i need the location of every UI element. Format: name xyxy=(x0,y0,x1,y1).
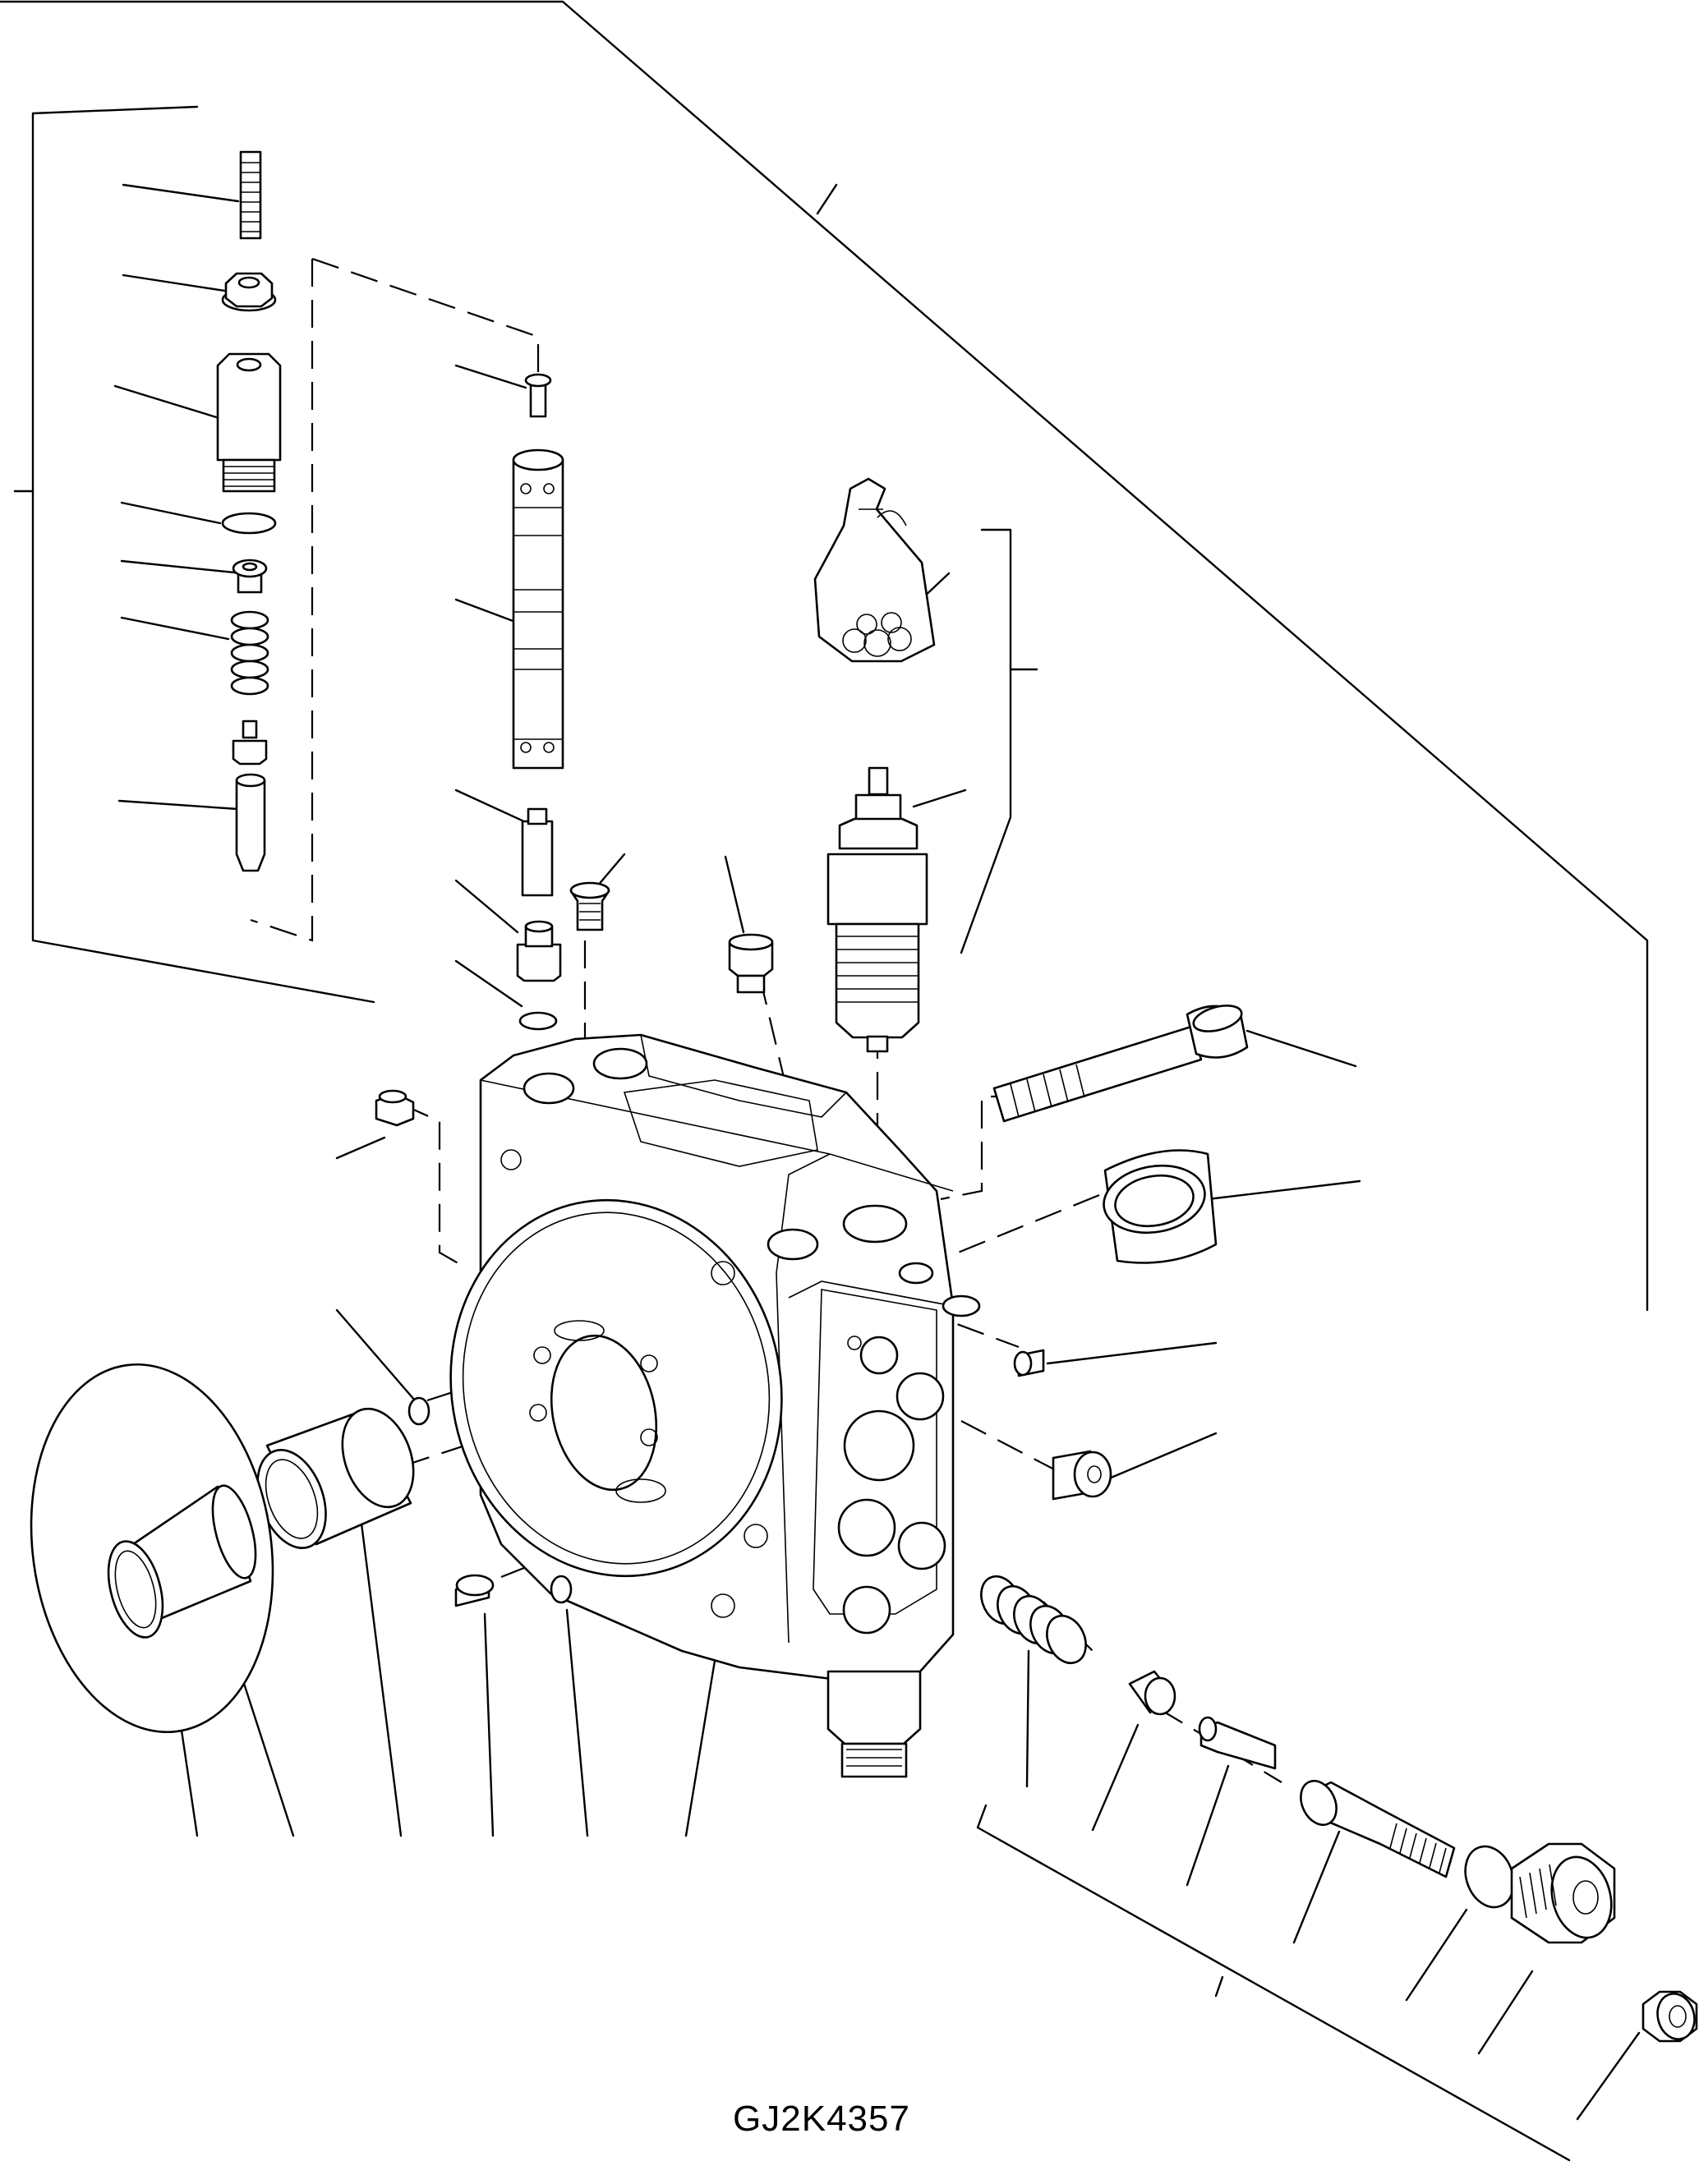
spool-pin xyxy=(524,373,552,418)
cap-plug xyxy=(1052,1450,1112,1501)
compression-spring xyxy=(980,1575,1087,1665)
small-plug-left xyxy=(375,1089,415,1127)
small-o-ring-left xyxy=(407,1396,431,1426)
relief-valve xyxy=(826,766,928,1053)
lock-body xyxy=(1510,1842,1616,1944)
o-ring xyxy=(221,512,277,535)
seal-kit-bag xyxy=(813,477,936,663)
spool-end-pin xyxy=(521,807,554,897)
coil-spring xyxy=(230,610,269,696)
small-o-ring-bottom xyxy=(550,1575,573,1604)
drawing-number: GJ2K4357 xyxy=(733,2099,910,2139)
spring-seat xyxy=(232,559,268,594)
flange-nut xyxy=(221,272,277,312)
orifice-plug xyxy=(454,1574,495,1607)
valve-seat xyxy=(1128,1670,1176,1716)
plug-body xyxy=(216,352,282,493)
lock-nut xyxy=(1641,1990,1698,2043)
leader-lines xyxy=(113,183,1641,2121)
cap-screw xyxy=(992,1005,1249,1123)
bracket-lines xyxy=(0,0,1649,2162)
small-o-ring xyxy=(518,1011,558,1031)
valve-body xyxy=(449,1033,981,1778)
small-screw-plug xyxy=(1013,1349,1045,1377)
piston xyxy=(235,773,266,872)
sleeve xyxy=(256,1407,415,1549)
spool-plug xyxy=(569,881,610,931)
spool xyxy=(512,448,564,770)
plug-upper-middle xyxy=(728,933,774,994)
collar-ring xyxy=(1103,1149,1218,1264)
stud-bolt xyxy=(239,150,262,240)
bushing xyxy=(107,1484,257,1639)
poppet xyxy=(232,720,268,766)
needle-poppet xyxy=(1198,1716,1277,1770)
retainer-cap xyxy=(516,920,562,982)
adjusting-screw xyxy=(1300,1779,1456,1878)
